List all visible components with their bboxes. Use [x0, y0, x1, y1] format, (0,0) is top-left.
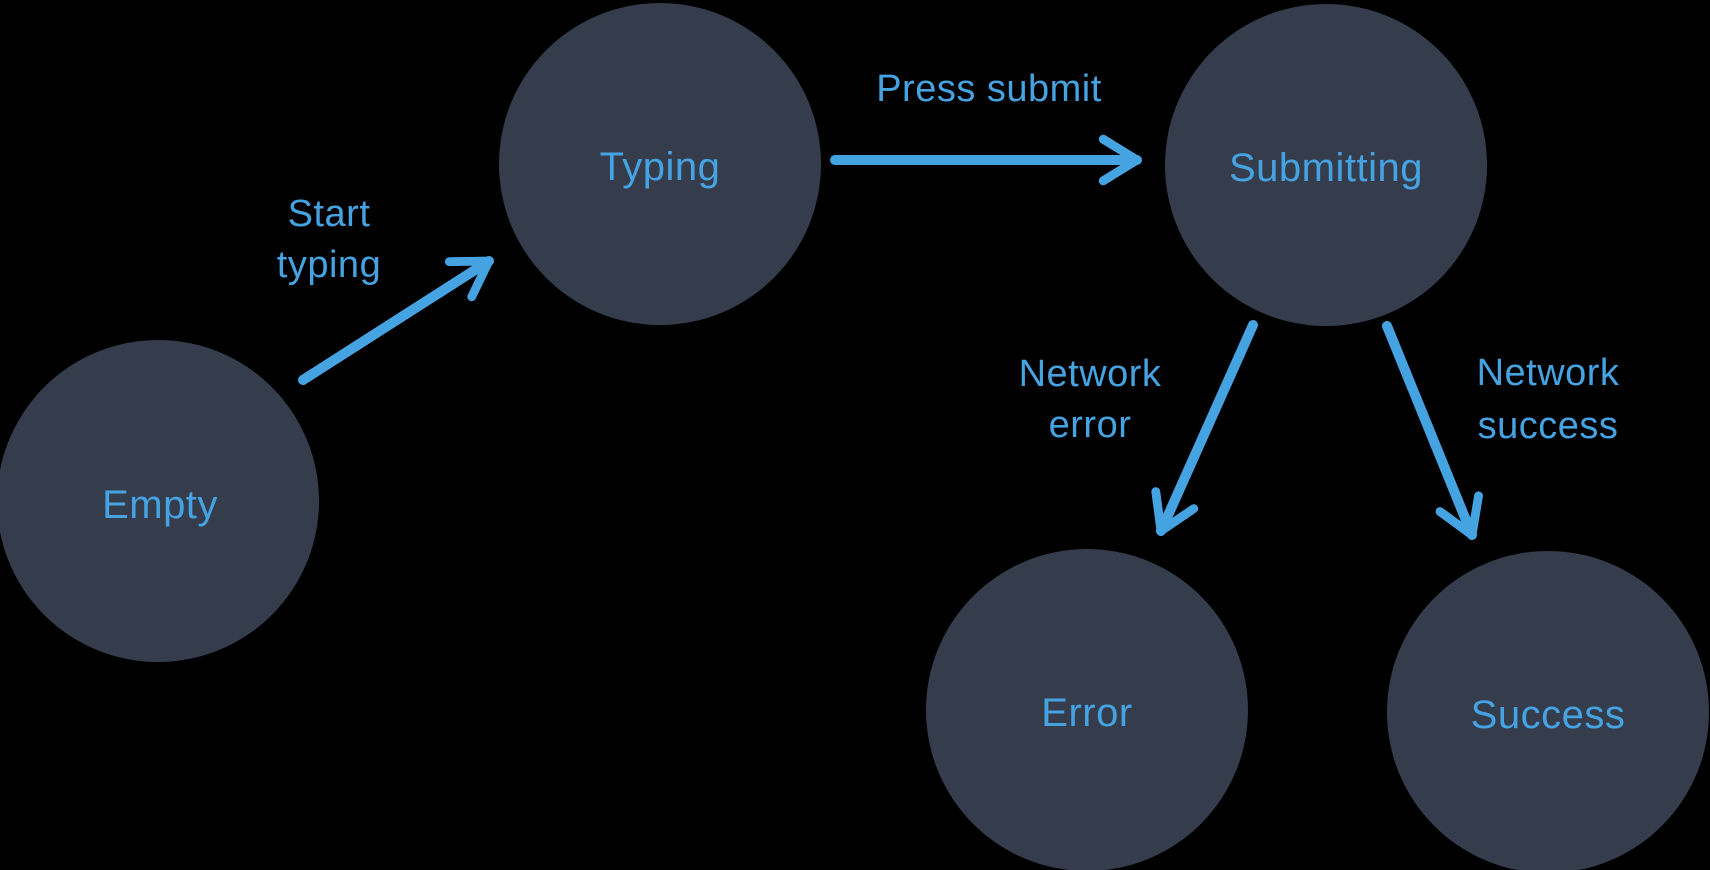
- start-typing-label-line1: Start: [288, 193, 371, 235]
- transition-network-success: Network success: [1382, 321, 1620, 540]
- state-error-circle: [926, 549, 1248, 870]
- press-submit-label: Press submit: [876, 68, 1102, 110]
- state-empty-circle: [0, 340, 319, 662]
- network-success-label-line2: success: [1478, 405, 1619, 447]
- state-empty: Empty: [0, 340, 319, 662]
- state-submitting-circle: [1165, 4, 1487, 326]
- transition-network-error: Network error: [1019, 320, 1258, 536]
- start-typing-label-line2: typing: [277, 244, 381, 286]
- network-success-arrow: [1382, 321, 1483, 540]
- state-submitting: Submitting: [1165, 4, 1487, 326]
- state-error: Error: [926, 549, 1248, 870]
- state-success: Success: [1387, 551, 1709, 870]
- state-success-label: Success: [1471, 693, 1626, 737]
- network-error-label-line2: error: [1049, 404, 1132, 446]
- transition-press-submit: Press submit: [830, 68, 1142, 186]
- state-empty-label: Empty: [102, 483, 218, 527]
- state-submitting-label: Submitting: [1229, 146, 1423, 190]
- network-error-arrow: [1151, 320, 1258, 536]
- state-typing-label: Typing: [600, 145, 721, 189]
- start-typing-arrow: [298, 256, 494, 385]
- state-success-circle: [1387, 551, 1709, 870]
- transition-start-typing: Start typing: [277, 193, 494, 385]
- network-error-label-line1: Network: [1019, 353, 1162, 395]
- network-success-label-line1: Network: [1477, 352, 1620, 394]
- state-typing-circle: [499, 3, 821, 325]
- state-typing: Typing: [499, 3, 821, 325]
- state-error-label: Error: [1041, 691, 1132, 735]
